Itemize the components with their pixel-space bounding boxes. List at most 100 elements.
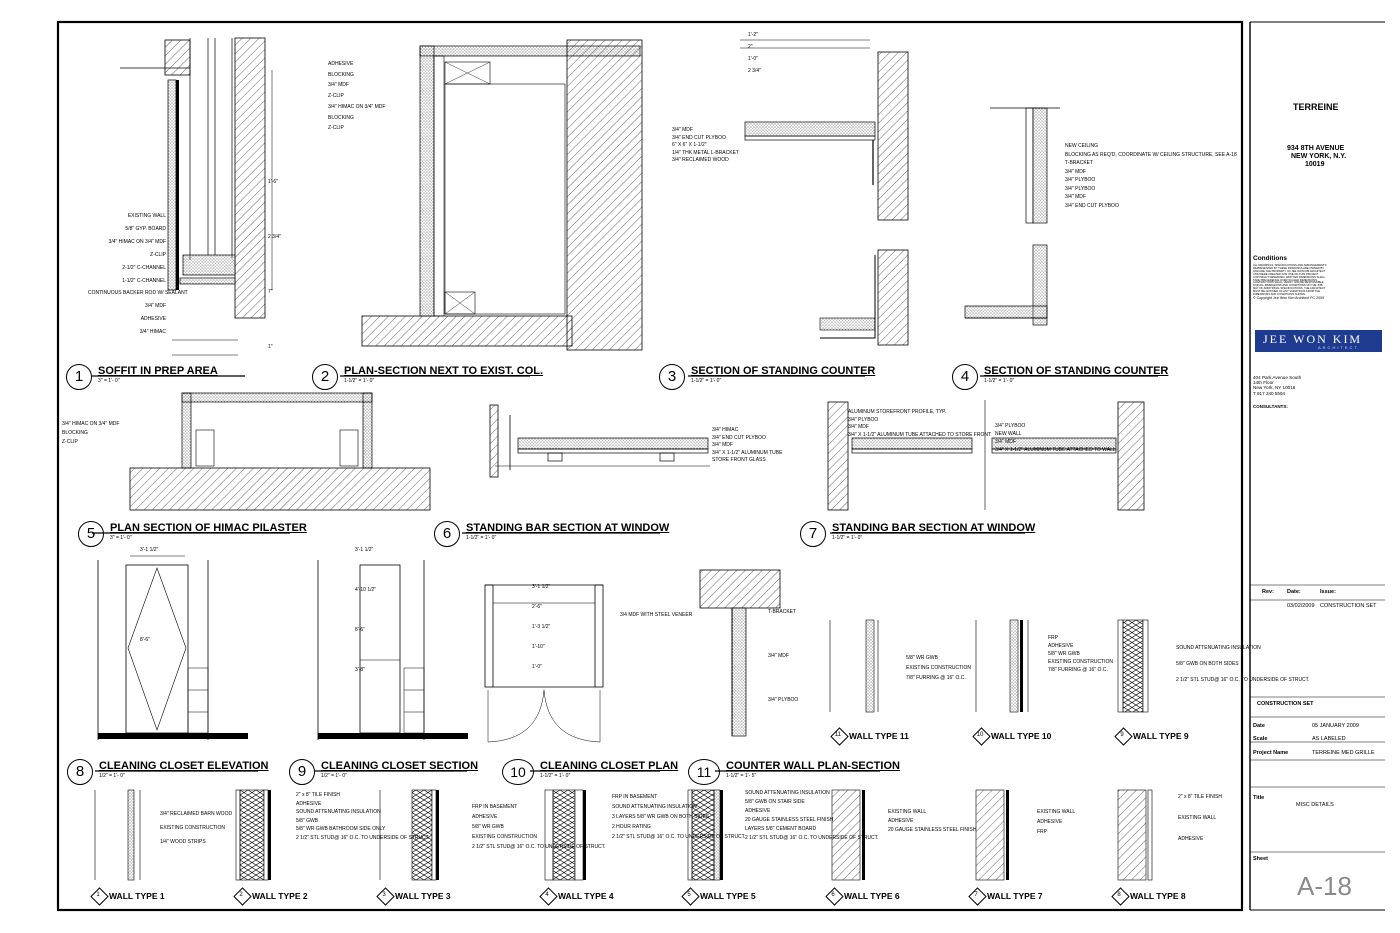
- note-label: 3/4" X 1-1/2" ALUMINUM TUBE ATTACHED TO …: [995, 447, 1116, 453]
- sheet-field: Sheet: [1253, 856, 1268, 862]
- consultants-label: CONSULTANTS:: [1253, 404, 1288, 409]
- detail-8-drawing: [97, 555, 248, 740]
- note-label: 2 1/2" STL STUD@ 16" O.C. TO UNDERSIDE O…: [1176, 677, 1310, 683]
- detail-9-drawing: [317, 560, 468, 740]
- wall-type-7-drawing: [975, 789, 1009, 881]
- detail-5-drawing: [129, 392, 431, 511]
- title-value: MISC DETAILS: [1296, 802, 1334, 808]
- note-label: SOUND ATTENUATING INSULATION: [296, 809, 381, 815]
- note-label: 1'-0": [532, 664, 542, 670]
- rev-date: 03/02/2009: [1287, 603, 1315, 609]
- detail-title: CLEANING CLOSET SECTION: [321, 760, 479, 772]
- conditions-text: ALL DRAWINGS, SPECIFICATIONS AND ARRANGE…: [1253, 264, 1383, 297]
- wall-type-tag-number: 2: [239, 892, 243, 898]
- wall-type-tag-number: 3: [382, 892, 386, 898]
- detail-3-drawing: [740, 39, 909, 346]
- detail-6-drawing: [489, 404, 710, 478]
- wall-type-5-drawing: [687, 789, 723, 881]
- note-label: 8'-6": [355, 627, 365, 633]
- detail-scale: 1/2" = 1'- 0": [99, 773, 125, 779]
- title-underlines: [92, 375, 1158, 772]
- note-label: 2-1/2" C-CHANNEL: [122, 264, 166, 271]
- note-label: 3/4" PLYBOO: [995, 423, 1026, 429]
- note-label: 3/4" RECLAIMED WOOD: [672, 157, 729, 163]
- detail-scale: 3" = 1'- 0": [98, 378, 120, 384]
- detail-10-drawing: [484, 584, 604, 743]
- note-label: 5/8" GWB ON BOTH SIDES: [1176, 661, 1239, 667]
- note-label: 3/4 MDF WITH STEEL VENEER: [620, 612, 693, 618]
- note-label: 2" x 8" TILE FINISH: [1178, 794, 1223, 800]
- note-label: 2": [748, 44, 753, 50]
- note-label: 3/4" END CUT PLYBOO: [672, 134, 726, 141]
- note-label: 3/4" HIMAC ON 3/4" MDF: [108, 238, 166, 245]
- date-label: Date:: [1287, 589, 1301, 595]
- wall-type-3-drawing: [379, 789, 439, 881]
- detail-scale: 1-1/2" = 1'- 5": [726, 773, 757, 779]
- note-label: 20 GAUGE STAINLESS STEEL FINISH: [745, 817, 834, 823]
- firm-address-line: New York, NY 10016: [1253, 385, 1296, 391]
- note-label: EXISTING CONSTRUCTION: [160, 825, 226, 831]
- note-label: 5/8" WR GWB: [472, 824, 504, 830]
- detail-2-drawing: [361, 39, 643, 351]
- wall-type-tag-number: 10: [976, 732, 984, 738]
- note-label: 3/4" MDF: [1065, 168, 1086, 175]
- detail-number-circle: 5: [78, 521, 104, 547]
- conditions-line: ALL DRAWINGS, SPECIFICATIONS AND ARRANGE…: [1253, 264, 1327, 267]
- wall-type-label: WALL TYPE 2: [252, 891, 308, 901]
- note-label: 3/4" X 1-1/2" ALUMINUM TUBE ATTACHED TO …: [848, 431, 992, 438]
- wall-type-tag-number: 7: [974, 892, 978, 898]
- note-label: 1'-10": [532, 644, 545, 650]
- note-label: 3/4" HIMAC: [139, 329, 166, 336]
- note-label: 3'-1 1/2": [140, 547, 159, 553]
- note-label: 5/8" WR GWB: [1048, 651, 1080, 657]
- firm-logo-box: [1255, 330, 1382, 352]
- wall-type-label: WALL TYPE 10: [991, 731, 1052, 741]
- note-label: ADHESIVE: [296, 800, 322, 807]
- detail-scale: 1-1/2" = 1'- 0": [540, 773, 571, 779]
- note-label: 5/8" WR GWB BATHROOM SIDE ONLY: [296, 826, 386, 832]
- note-label: 3/4" PLYBOO: [848, 416, 879, 423]
- note-label: Z-CLIP: [62, 438, 78, 445]
- date-value: 05 JANUARY 2009: [1312, 723, 1359, 729]
- note-label: NEW CEILING: [1065, 143, 1099, 149]
- wall-type-label: WALL TYPE 11: [849, 731, 909, 741]
- note-label: 7/8" FURRING @ 16" O.C.: [1048, 667, 1108, 673]
- note-label: 2 3/4": [748, 68, 761, 74]
- wall-type-label: WALL TYPE 6: [844, 891, 900, 901]
- firm-logo-main: JEE WON KIM: [1263, 332, 1363, 346]
- note-label: 2'-6": [532, 604, 542, 610]
- wall-type-label: WALL TYPE 1: [109, 891, 165, 901]
- note-label: 3/4" MDF: [328, 82, 349, 89]
- note-label: 3'-1 1/2": [532, 584, 551, 590]
- sheet-number: A-18: [1297, 871, 1352, 901]
- note-label: 3/4" END CUT PLYBOO: [1065, 202, 1119, 209]
- detail-scale: 1-1/2" = 1'- 0": [344, 378, 375, 384]
- detail-number-circle: 9: [289, 759, 315, 785]
- note-label: BLOCKING: [328, 114, 354, 121]
- note-label: ADHESIVE: [1178, 836, 1204, 842]
- detail-scale: 1/2" = 1'- 0": [321, 773, 347, 779]
- wall-type-label: WALL TYPE 8: [1130, 891, 1186, 901]
- note-label: ALUMINUM STOREFRONT PROFILE, TYP.: [848, 409, 947, 415]
- note-label: ADHESIVE: [1037, 819, 1063, 825]
- note-label: CONTINUOUS BACKER ROD W/ SEALANT: [88, 290, 188, 297]
- note-label: FRP IN BASEMENT: [612, 794, 658, 800]
- note-label: Z-CLIP: [150, 251, 166, 258]
- wall-type-tag-number: 1: [96, 892, 100, 898]
- conditions-line: TAKE PRECEDENCE OVER SCALED DIMENSIONS.: [1253, 278, 1318, 282]
- note-label: EXISTING CONSTRUCTION: [1048, 659, 1114, 665]
- note-label: NEW WALL: [995, 431, 1022, 437]
- note-label: STORE FRONT GLASS: [712, 457, 766, 463]
- note-label: BLOCKING: [328, 71, 354, 78]
- conditions-line: CONTRACTORS SHALL VERIFY AND BE RESPONSI…: [1253, 281, 1324, 285]
- wall-type-tag-number: 8: [1117, 892, 1121, 898]
- detail-scale: 1-1/2" = 1'- 0": [984, 378, 1015, 384]
- detail-title: SECTION OF STANDING COUNTER: [984, 365, 1169, 377]
- note-label: 6" X 6" X 1-1/2": [672, 142, 707, 148]
- note-label: EXISTING CONSTRUCTION: [472, 834, 538, 840]
- conditions-line: REPRESENTED BY THESE DRAWINGS ARE OWNED …: [1253, 266, 1325, 270]
- note-label: 3/4" HIMAC: [712, 427, 739, 433]
- detail-number-circle: 6: [434, 521, 460, 547]
- note-label: 1": [268, 344, 273, 350]
- note-label: ADHESIVE: [745, 808, 771, 814]
